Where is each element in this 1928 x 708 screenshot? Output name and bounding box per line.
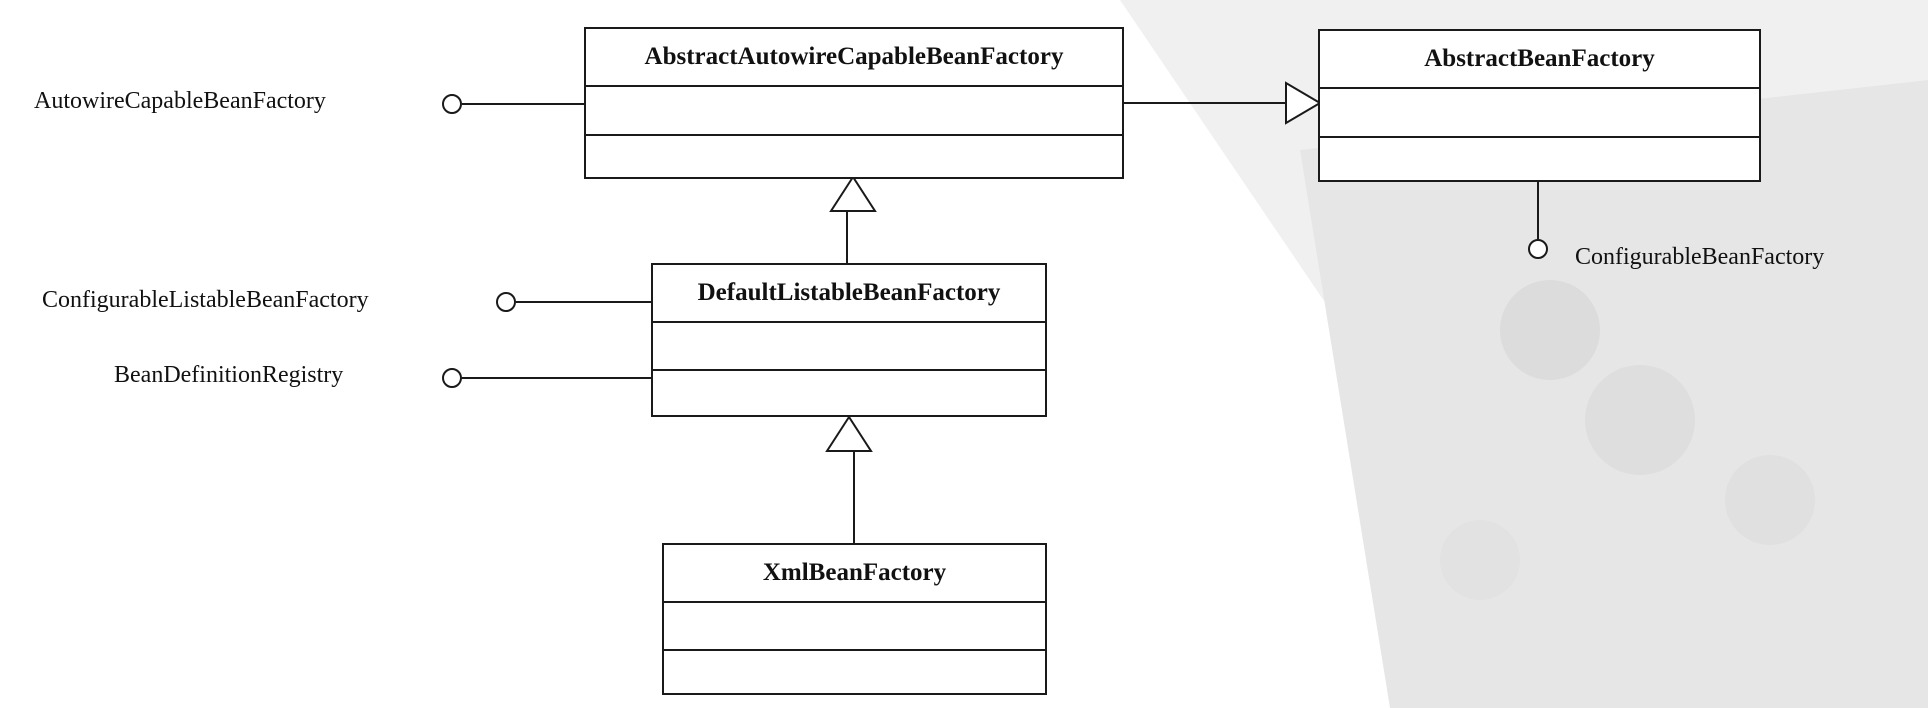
class-default-listable-bean-factory: DefaultListableBeanFactory	[651, 263, 1047, 417]
lollipop-circle-configurable-listable	[496, 292, 516, 312]
class-attributes-section	[1320, 89, 1759, 138]
class-methods-section	[586, 136, 1122, 177]
generalization-arrowhead-autowire	[829, 175, 877, 212]
class-attributes-section	[586, 87, 1122, 136]
interface-label-configurable-listable: ConfigurableListableBeanFactory	[42, 287, 369, 313]
interface-label-autowire-capable: AutowireCapableBeanFactory	[34, 88, 326, 114]
class-xml-bean-factory: XmlBeanFactory	[662, 543, 1047, 695]
generalization-arrowhead-defaultlistable	[825, 415, 873, 452]
generalization-arrowhead-abstractbean	[1285, 81, 1322, 125]
class-methods-section	[664, 651, 1045, 693]
class-methods-section	[653, 371, 1045, 415]
class-abstract-autowire-capable-bean-factory: AbstractAutowireCapableBeanFactory	[584, 27, 1124, 179]
class-name: AbstractBeanFactory	[1320, 31, 1759, 89]
interface-label-bean-definition-registry: BeanDefinitionRegistry	[114, 362, 344, 388]
class-name: AbstractAutowireCapableBeanFactory	[586, 29, 1122, 87]
class-methods-section	[1320, 138, 1759, 180]
lollipop-circle-autowire-capable	[442, 94, 462, 114]
class-name: XmlBeanFactory	[664, 545, 1045, 603]
class-name: DefaultListableBeanFactory	[653, 265, 1045, 323]
class-abstract-bean-factory: AbstractBeanFactory	[1318, 29, 1761, 182]
lollipop-circle-bean-definition-registry	[442, 368, 462, 388]
class-attributes-section	[653, 323, 1045, 371]
class-attributes-section	[664, 603, 1045, 651]
lollipop-circle-configurable	[1528, 239, 1548, 259]
interface-label-configurable: ConfigurableBeanFactory	[1575, 244, 1825, 270]
